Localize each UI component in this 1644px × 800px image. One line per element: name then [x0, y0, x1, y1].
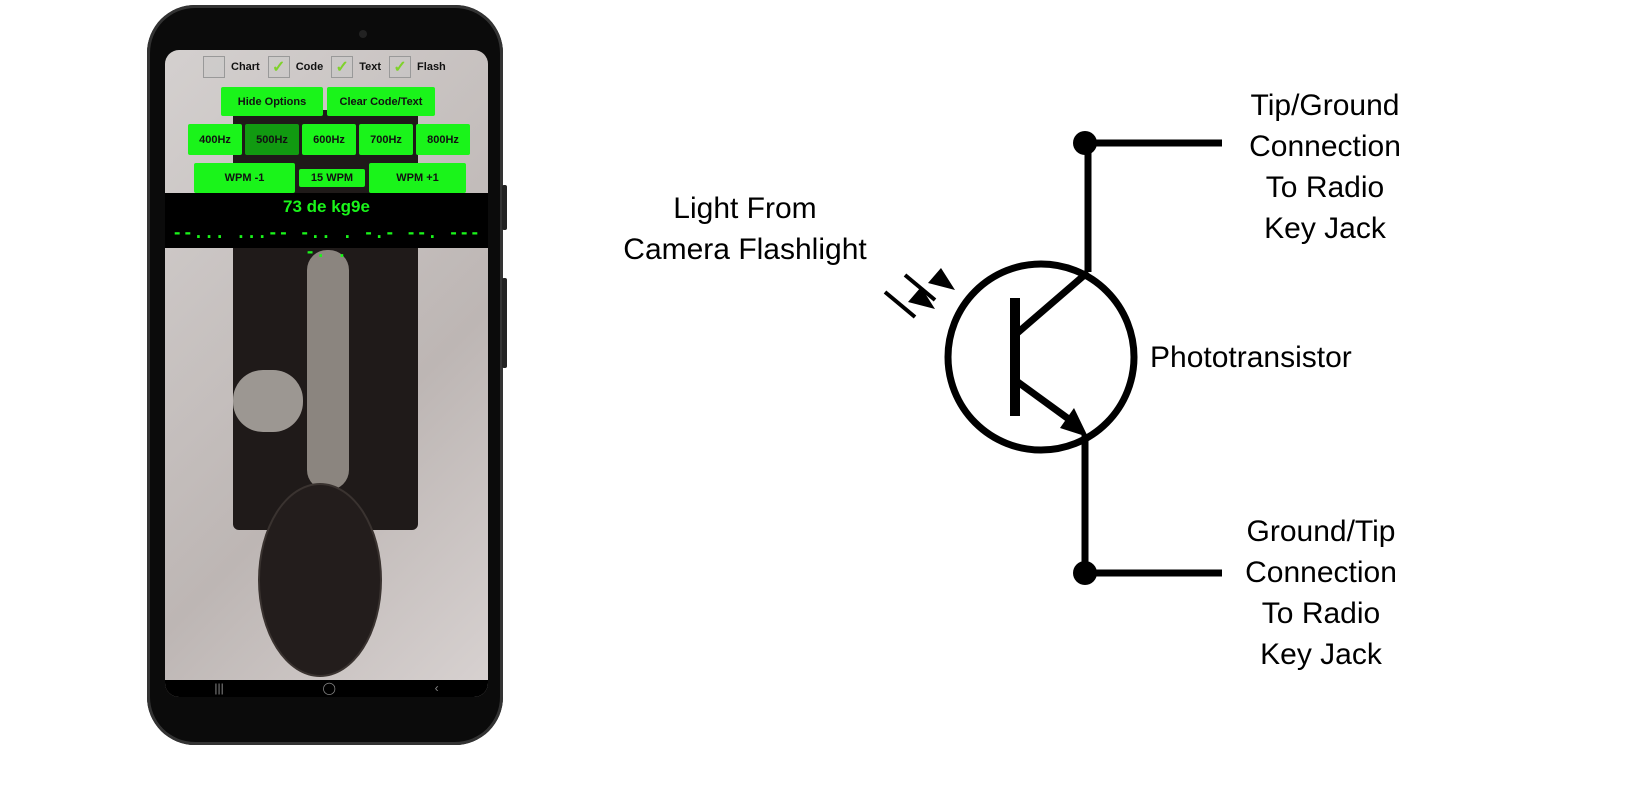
- label-line: To Radio: [1265, 171, 1385, 204]
- key-push-button: [233, 370, 303, 432]
- freq-500-button[interactable]: 500Hz: [245, 124, 299, 155]
- checkbox-text[interactable]: ✓ Text: [331, 56, 381, 78]
- top-terminal-dot: [1073, 131, 1097, 155]
- light-arrowhead-icon: [928, 268, 955, 290]
- light-label-line: Light From: [673, 192, 817, 225]
- check-icon: ✓: [331, 56, 354, 78]
- label-line: Connection: [1249, 130, 1401, 163]
- check-icon: ✓: [389, 56, 412, 78]
- wpm-value: 15 WPM: [299, 169, 365, 187]
- hide-options-button[interactable]: Hide Options: [221, 87, 323, 116]
- label-line: To Radio: [1261, 597, 1381, 630]
- freq-700-button[interactable]: 700Hz: [359, 124, 413, 155]
- freq-600-button[interactable]: 600Hz: [302, 124, 356, 155]
- checkbox-label: Flash: [417, 61, 446, 73]
- light-arrowhead-icon: [908, 287, 935, 309]
- options-checkboxes: Chart ✓ Code ✓ Text ✓ Flash: [203, 56, 446, 78]
- key-arm: [307, 250, 349, 490]
- light-arrow-1: [903, 273, 937, 302]
- front-camera: [359, 30, 367, 38]
- label-line: Tip/Ground: [1250, 89, 1400, 122]
- emitter-arrow-icon: [1060, 408, 1088, 437]
- checkbox-label: Code: [295, 61, 324, 73]
- checkbox-label: Text: [359, 61, 382, 73]
- wpm-increase-button[interactable]: WPM +1: [369, 163, 466, 193]
- bottom-terminal-dot: [1073, 561, 1097, 585]
- top-connection-label: Tip/Ground Connection To Radio Key Jack: [1210, 85, 1440, 249]
- clear-code-text-button[interactable]: Clear Code/Text: [327, 87, 435, 116]
- light-arrow-2: [883, 290, 917, 319]
- home-icon[interactable]: ◯: [322, 681, 336, 695]
- checkbox-chart[interactable]: Chart: [203, 56, 260, 78]
- freq-400-button[interactable]: 400Hz: [188, 124, 242, 155]
- volume-button: [502, 185, 507, 230]
- phototransistor-label: Phototransistor: [1150, 341, 1352, 374]
- light-label-line: Camera Flashlight: [623, 233, 867, 266]
- bottom-connection-label: Ground/Tip Connection To Radio Key Jack: [1206, 511, 1436, 675]
- transistor-circle: [944, 260, 1138, 454]
- collector-line: [1012, 269, 1091, 338]
- check-icon: ✓: [267, 56, 290, 78]
- checkbox-flash[interactable]: ✓ Flash: [389, 56, 446, 78]
- recent-apps-icon[interactable]: |||: [214, 681, 224, 695]
- label-line: Key Jack: [1264, 212, 1386, 245]
- wpm-decrease-button[interactable]: WPM -1: [194, 163, 295, 193]
- label-line: Ground/Tip: [1246, 515, 1396, 548]
- key-knob: [260, 485, 380, 675]
- app-screen: Chart ✓ Code ✓ Text ✓ Flash Hide Options Cl…: [165, 50, 488, 697]
- android-nav-bar: ||| ◯ ‹: [165, 680, 488, 697]
- checkbox-label: Chart: [231, 61, 260, 73]
- back-icon[interactable]: ‹: [434, 681, 439, 695]
- label-line: Connection: [1245, 556, 1397, 589]
- decoder-output: 73 de kg9e --... ...-- -.. . -.- --. ---…: [165, 193, 488, 261]
- freq-800-button[interactable]: 800Hz: [416, 124, 470, 155]
- label-line: Key Jack: [1260, 638, 1382, 671]
- light-label: Light From Camera Flashlight: [600, 188, 890, 270]
- decoded-text: 73 de kg9e: [283, 197, 370, 216]
- emitter-line: [1012, 377, 1073, 423]
- checkbox-code[interactable]: ✓ Code: [267, 56, 324, 78]
- morse-code-text: --... ...-- -.. . -.- --. ----. .: [172, 223, 481, 261]
- power-button: [502, 278, 507, 368]
